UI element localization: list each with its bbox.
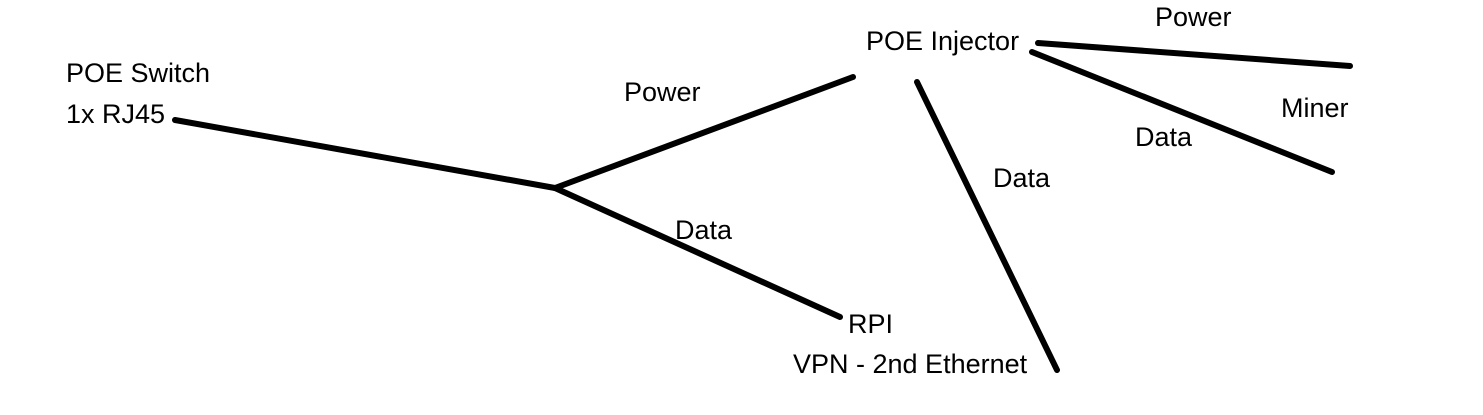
edge-label-data-left: Data — [675, 215, 733, 245]
edge-label-data-right: Data — [1135, 122, 1193, 152]
edge-label-power-right: Power — [1155, 2, 1232, 32]
edge-junction-to-injector — [552, 74, 856, 191]
edge-injector-to-vpn — [914, 79, 1060, 373]
edge-switch-to-junction — [172, 117, 558, 191]
node-label-rpi: RPI — [848, 309, 894, 339]
node-label-poe-switch-line1: POE Switch — [66, 58, 211, 88]
node-label-poe-switch-line2: 1x RJ45 — [66, 99, 166, 129]
node-label-miner: Miner — [1281, 93, 1349, 123]
node-label-poe-injector: POE Injector — [866, 26, 1020, 56]
edge-injector-data-miner — [1029, 49, 1335, 175]
edge-label-power-left: Power — [624, 77, 701, 107]
edge-label-data-mid: Data — [993, 163, 1051, 193]
node-label-vpn-2nd-ethernet: VPN - 2nd Ethernet — [793, 349, 1028, 379]
edge-injector-power-miner — [1035, 40, 1353, 69]
edge-junction-to-rpi — [552, 185, 843, 320]
